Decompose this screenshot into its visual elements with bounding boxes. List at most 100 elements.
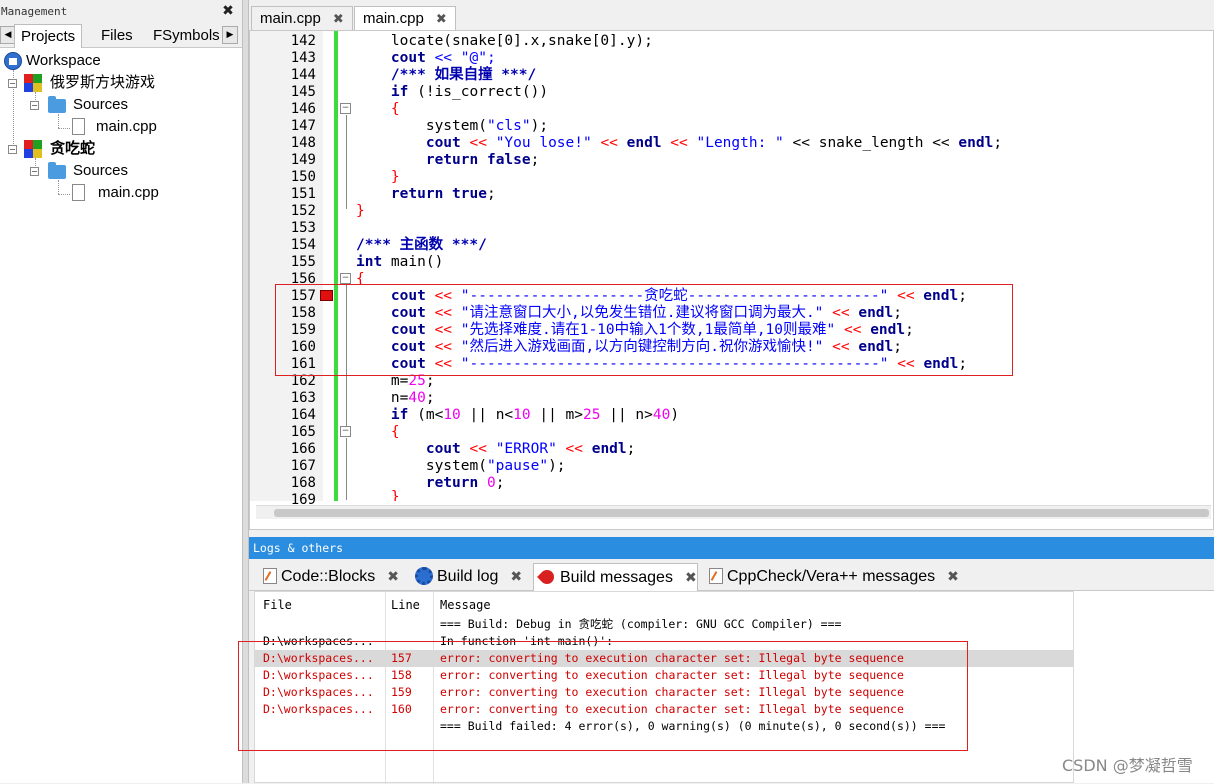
tab-label: Build log xyxy=(437,568,499,585)
folder-icon xyxy=(48,162,66,179)
close-icon[interactable]: ✖ xyxy=(510,568,523,584)
tree-workspace[interactable]: Workspace xyxy=(4,50,101,72)
tree-folder-label: Sources xyxy=(73,162,129,179)
tree-connector xyxy=(35,158,36,172)
tree-folder-sources[interactable]: Sources xyxy=(48,160,128,182)
fold-toggle-icon[interactable]: − xyxy=(340,426,351,437)
tab-files[interactable]: Files xyxy=(101,27,133,44)
code-line: if (!is_correct()) xyxy=(390,84,549,100)
tree-project-tetris[interactable]: 俄罗斯方块游戏 xyxy=(24,72,155,94)
code-line: cout << "请注意窗口大小,以免发生错位.建议将窗口调为最大." << e… xyxy=(390,305,902,321)
file-icon xyxy=(72,118,85,135)
tab-scroll-right-icon[interactable]: ▶ xyxy=(222,26,238,44)
close-icon[interactable]: ✖ xyxy=(222,3,234,19)
fold-toggle-icon[interactable]: − xyxy=(340,103,351,114)
tab-cppcheck[interactable]: CppCheck/Vera++ messages ✖ xyxy=(703,563,959,591)
code-line: int main() xyxy=(356,254,444,270)
line-number: 145 xyxy=(290,84,316,100)
collapse-icon[interactable]: − xyxy=(30,101,39,110)
code-line: { xyxy=(390,424,400,440)
panel-splitter[interactable] xyxy=(242,0,249,783)
column-divider[interactable] xyxy=(433,592,434,784)
tree-folder-label: Sources xyxy=(73,96,129,113)
tree-folder-sources[interactable]: Sources xyxy=(48,94,128,116)
code-line: cout << "然后进入游戏画面,以方向键控制方向.祝你游戏愉快!" << e… xyxy=(390,339,902,355)
logs-tabs: Code::Blocks✖ Build log ✖ Build messages✖… xyxy=(249,559,1214,591)
code-line: cout << "--------------------贪吃蛇--------… xyxy=(390,288,967,304)
line-number: 157 xyxy=(290,288,316,304)
line-number: 161 xyxy=(290,356,316,372)
folder-icon xyxy=(48,96,66,113)
collapse-icon[interactable]: − xyxy=(8,79,17,88)
line-number: 150 xyxy=(290,169,316,185)
tree-file-main-cpp[interactable]: main.cpp xyxy=(72,182,161,204)
close-icon[interactable]: ✖ xyxy=(435,11,447,26)
breakpoint-marker[interactable] xyxy=(320,290,333,301)
close-icon[interactable]: ✖ xyxy=(387,568,399,584)
build-messages-table: File Line Message === Build: Debug in 贪吃… xyxy=(254,591,1074,784)
line-number: 149 xyxy=(290,152,316,168)
close-icon[interactable]: ✖ xyxy=(332,11,344,26)
table-row[interactable]: === Build: Debug in 贪吃蛇 (compiler: GNU G… xyxy=(440,617,842,631)
editor-tab-active[interactable]: main.cpp✖ xyxy=(354,6,456,30)
tree-connector xyxy=(58,114,59,128)
tree-project-snake[interactable]: 贪吃蛇 xyxy=(24,138,95,160)
line-number: 160 xyxy=(290,339,316,355)
line-number: 153 xyxy=(290,220,316,236)
fold-line xyxy=(346,438,347,500)
close-icon[interactable]: ✖ xyxy=(947,568,959,584)
project-tree: Workspace − 俄罗斯方块游戏 − Sources main.cpp − xyxy=(0,48,242,783)
logs-header: Logs & others xyxy=(249,537,1214,559)
code-line: } xyxy=(356,203,365,219)
line-number: 168 xyxy=(290,475,316,491)
close-icon[interactable]: ✖ xyxy=(684,569,697,585)
column-header-message[interactable]: Message xyxy=(440,598,491,612)
line-number: 164 xyxy=(290,407,316,423)
code-line: { xyxy=(390,101,400,117)
code-line: return 0; xyxy=(425,475,505,491)
management-title: Management xyxy=(1,5,68,18)
tab-projects[interactable]: Projects xyxy=(14,24,83,48)
code-line: n=40; xyxy=(390,390,435,406)
line-number: 156 xyxy=(290,271,316,287)
highlight-box xyxy=(275,284,1013,376)
column-header-file[interactable]: File xyxy=(263,598,292,612)
table-row[interactable]: === Build failed: 4 error(s), 0 warning(… xyxy=(440,719,946,733)
tab-label: CppCheck/Vera++ messages xyxy=(727,568,936,585)
tab-build-log[interactable]: Build log ✖ xyxy=(409,563,522,591)
code-line: cout << "@"; xyxy=(390,50,496,66)
tab-codeblocks[interactable]: Code::Blocks✖ xyxy=(257,563,399,591)
tree-file-main-cpp[interactable]: main.cpp xyxy=(72,116,157,138)
code-line: return false; xyxy=(425,152,540,168)
horizontal-scrollbar[interactable] xyxy=(256,505,1211,519)
column-header-line[interactable]: Line xyxy=(391,598,420,612)
line-number: 163 xyxy=(290,390,316,406)
watermark: CSDN @梦凝哲雪 xyxy=(1062,756,1193,775)
tree-connector xyxy=(58,194,70,195)
line-number: 146 xyxy=(290,101,316,117)
log-document-icon xyxy=(263,568,277,584)
code-line: cout << "-------------------------------… xyxy=(390,356,968,372)
tab-build-messages[interactable]: Build messages✖ xyxy=(533,563,698,591)
code-line: cout << "ERROR" << endl; xyxy=(425,441,636,457)
code-line: if (m<10 || n<10 || m>25 || n>40) xyxy=(390,407,680,423)
code-line: cout << "先选择难度.请在1-10中输入1个数,1最简单,10则最难" … xyxy=(390,322,914,338)
editor-tab[interactable]: main.cpp✖ xyxy=(251,6,353,30)
fold-toggle-icon[interactable]: − xyxy=(340,273,351,284)
workspace-icon xyxy=(4,52,22,70)
column-divider[interactable] xyxy=(385,592,386,784)
tab-fsymbols[interactable]: FSymbols xyxy=(153,27,220,44)
code-line: } xyxy=(390,489,400,501)
scrollbar-thumb[interactable] xyxy=(274,509,1209,517)
code-line: m=25; xyxy=(390,373,435,389)
collapse-icon[interactable]: − xyxy=(8,145,17,154)
collapse-icon[interactable]: − xyxy=(30,167,39,176)
line-number: 166 xyxy=(290,441,316,457)
tree-file-label: main.cpp xyxy=(98,184,159,201)
code-line: { xyxy=(356,271,365,287)
